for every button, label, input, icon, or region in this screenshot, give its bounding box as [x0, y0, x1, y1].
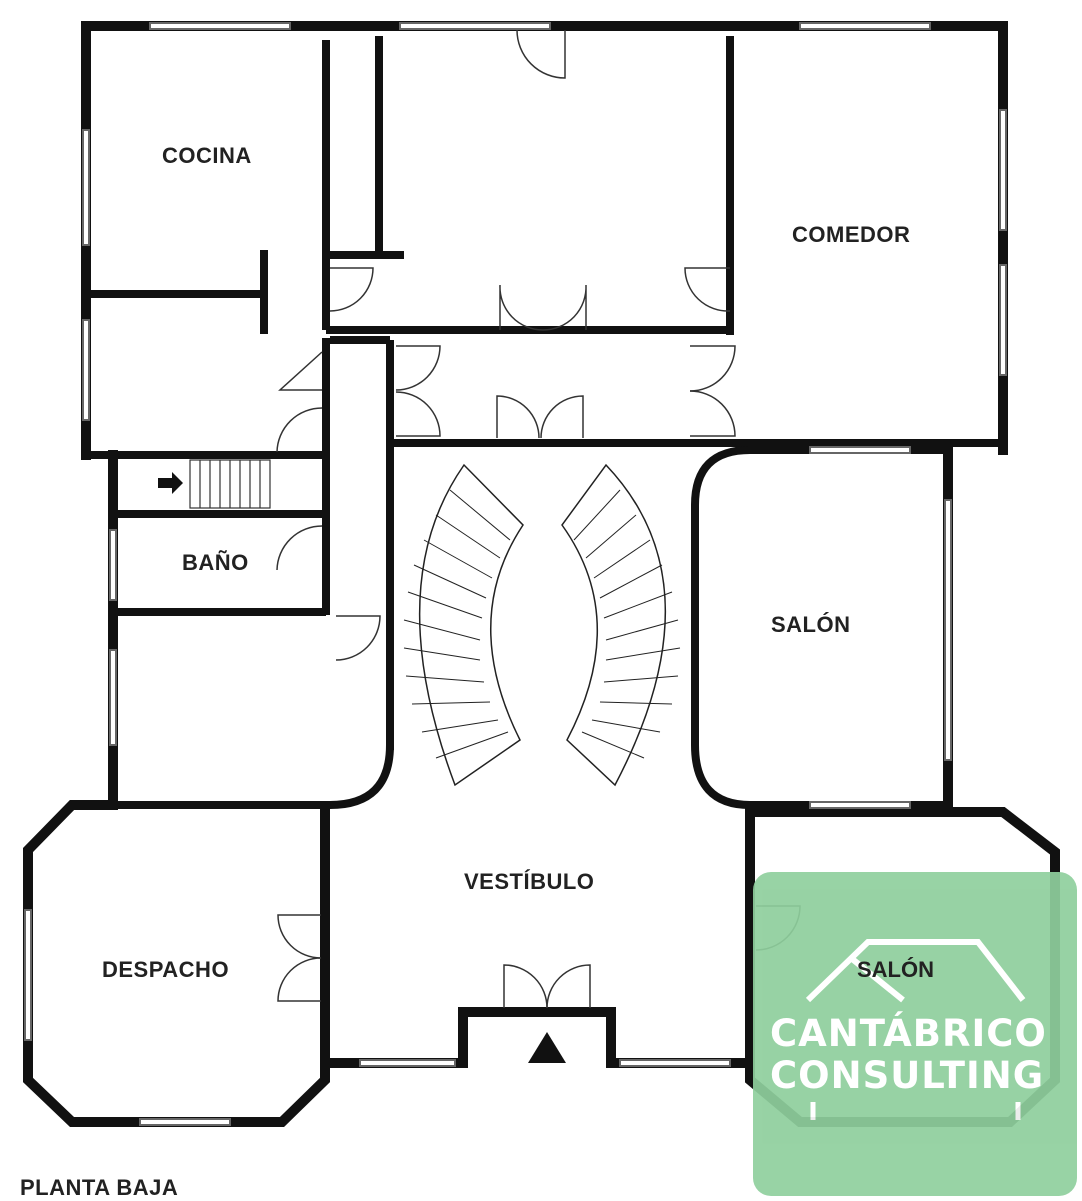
staircase-small — [189, 459, 271, 509]
floor-label: PLANTA BAJA — [20, 1175, 179, 1200]
triangle-up-icon — [528, 1032, 566, 1063]
room-label-salon: SALÓN — [771, 612, 851, 637]
room-label-comedor: COMEDOR — [792, 222, 911, 247]
room-label-salon-2: SALÓN — [857, 957, 934, 982]
watermark-line2: CONSULTING — [770, 1054, 1045, 1097]
doors — [276, 29, 801, 1009]
watermark-logo — [753, 872, 1077, 1196]
house-roof-icon — [805, 939, 1026, 1120]
arrow-right-icon — [158, 472, 183, 494]
room-label-vestibulo: VESTÍBULO — [464, 869, 595, 894]
room-label-despacho: DESPACHO — [102, 957, 230, 982]
interior-walls — [86, 36, 1003, 809]
windows — [24, 22, 1007, 1126]
room-label-cocina: COCINA — [162, 143, 252, 168]
watermark-line1: CANTÁBRICO — [770, 1012, 1047, 1055]
room-label-bano: BAÑO — [182, 550, 249, 575]
staircase-main — [403, 463, 681, 787]
